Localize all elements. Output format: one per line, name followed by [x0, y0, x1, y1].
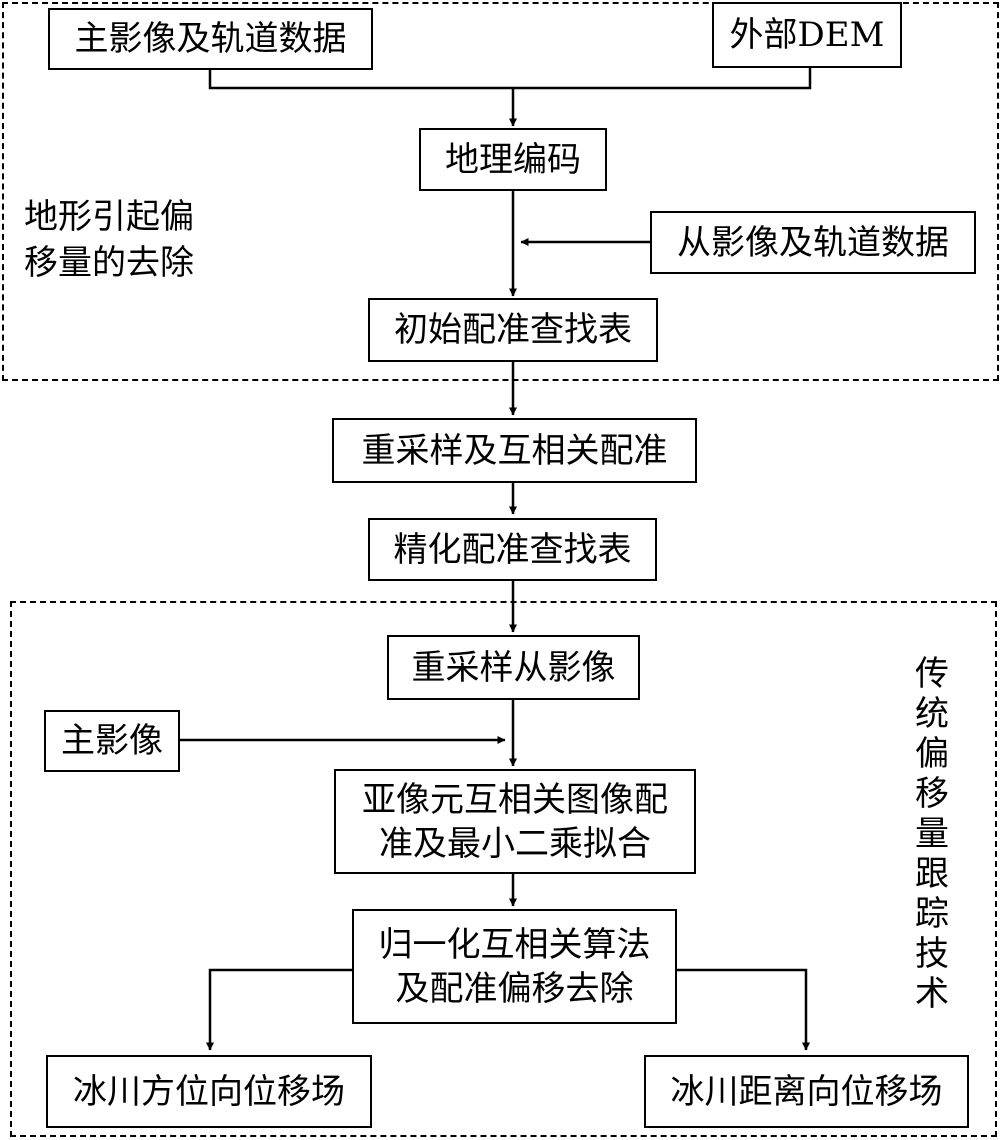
offset-tracking-label: 传统偏移量跟踪技术 — [915, 654, 949, 1014]
terrain-offset-removal-label: 地形引起偏 移量的去除 — [24, 194, 194, 286]
region-label-line-2: 移量的去除 — [24, 243, 194, 283]
refined-lut-box: 精化配准查找表 — [368, 518, 657, 581]
initial-lut-box: 初始配准查找表 — [368, 298, 658, 362]
arrow-to-range-field — [676, 968, 810, 1051]
region-label-line-1: 地形引起偏 — [24, 197, 194, 237]
ncc-line-1: 归一化互相关算法 — [378, 924, 651, 965]
terrain-offset-removal-region — [2, 2, 999, 381]
subpixel-coregistration-box: 亚像元互相关图像配 准及最小二乘拟合 — [334, 769, 696, 874]
ncc-line-2: 及配准偏移去除 — [395, 968, 634, 1009]
slave-image-orbit-box: 从影像及轨道数据 — [650, 211, 976, 274]
offset-tracking-region — [10, 601, 997, 1137]
geocoding-box: 地理编码 — [419, 128, 607, 191]
external-dem-box: 外部DEM — [712, 2, 902, 68]
master-image-orbit-box: 主影像及轨道数据 — [48, 8, 373, 70]
master-image-box: 主影像 — [44, 710, 180, 772]
resample-coregistration-box: 重采样及互相关配准 — [332, 418, 697, 483]
subpixel-line-2: 准及最小二乘拟合 — [379, 823, 651, 864]
resample-slave-box: 重采样从影像 — [387, 635, 640, 700]
arrow-to-azimuth-field — [206, 968, 352, 1051]
ncc-offset-removal-box: 归一化互相关算法 及配准偏移去除 — [352, 909, 677, 1024]
azimuth-displacement-box: 冰川方位向位移场 — [46, 1055, 372, 1128]
range-displacement-box: 冰川距离向位移场 — [644, 1055, 969, 1128]
subpixel-line-1: 亚像元互相关图像配 — [362, 779, 668, 820]
merge-line — [208, 68, 812, 90]
